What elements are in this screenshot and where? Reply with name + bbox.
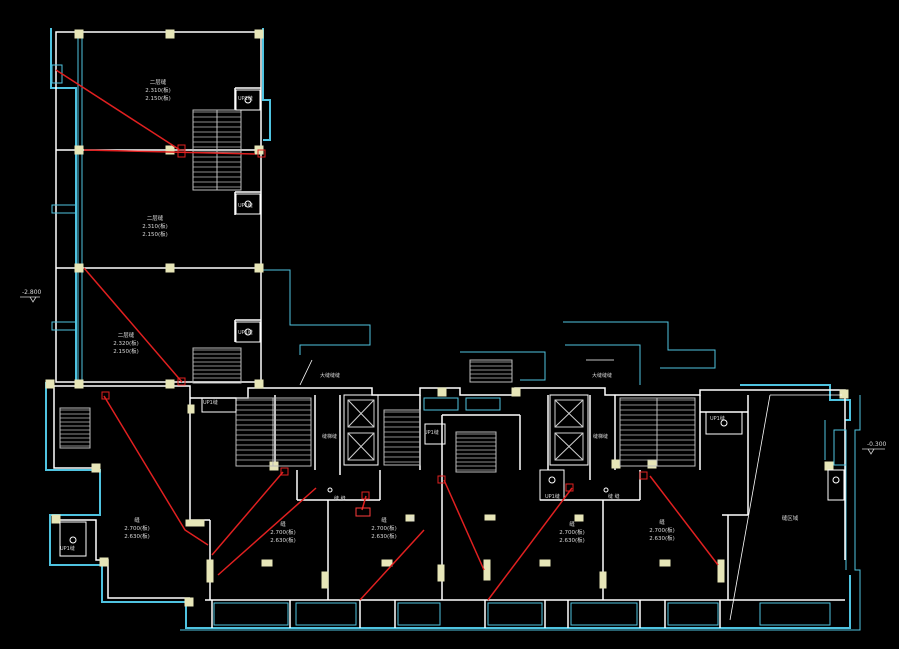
- shaft-tag: UP1缝: [203, 399, 218, 406]
- shaft-tag: UP1缝: [60, 545, 75, 552]
- lift-tag: 缝 缝: [334, 495, 346, 502]
- room-dim: 2.700(板): [371, 524, 397, 532]
- room-dim: 2.700(板): [124, 524, 150, 532]
- room-label: 缝: [381, 516, 387, 524]
- room-dim: 2.630(板): [559, 536, 585, 544]
- room-dim: 2.150(板): [145, 94, 171, 102]
- level-text: -0.300: [867, 441, 887, 448]
- shaft-tag: UP1缝: [238, 95, 253, 102]
- outer-boundary-thin: [180, 269, 861, 631]
- elevator-shafts: [343, 394, 589, 466]
- room-dim: 2.700(板): [559, 528, 585, 536]
- room-label: 缝区域: [782, 514, 799, 522]
- room-label: 缝: [280, 520, 286, 528]
- window-frames: [51, 32, 847, 626]
- top-tag: 大缝缝缝: [320, 372, 340, 379]
- red-pipes: [55, 69, 719, 601]
- stair-treads: [60, 111, 695, 471]
- room-dim: 2.150(板): [142, 230, 168, 238]
- room-dim: 2.630(板): [124, 532, 150, 540]
- level-marker-right: -0.300: [862, 441, 887, 455]
- lift-tag: 缝 缝: [608, 493, 620, 500]
- red-markers: [101, 144, 648, 517]
- core-tag: 缝梯缝: [593, 433, 608, 440]
- top-tag: 大缝缝缝: [592, 372, 612, 379]
- room-labels: 二层缝 2.310(板) 2.150(板) 二层缝 2.310(板) 2.150…: [113, 78, 799, 544]
- core-tag: 缝梯缝: [322, 433, 337, 440]
- level-text: -2.800: [22, 289, 42, 296]
- shaft-tag: UP1缝: [238, 202, 253, 209]
- columns: [45, 29, 849, 607]
- room-dim: 2.700(板): [270, 528, 296, 536]
- shaft-tags: UP1缝 UP1缝 UP1缝 UP1缝 UP1缝 UP1缝 UP1缝 UP1缝 …: [60, 95, 725, 552]
- room-label: 缝: [134, 516, 140, 524]
- level-marker-left: -2.800: [20, 289, 42, 303]
- room-dim: 2.700(板): [649, 526, 675, 534]
- room-label: 缝: [409, 515, 415, 523]
- room-dim: 2.310(板): [142, 222, 168, 230]
- room-label: 二层缝: [118, 331, 135, 339]
- shaft-tag: UP1缝: [545, 493, 560, 500]
- roof-lines: [299, 359, 842, 621]
- room-dim: 2.310(板): [145, 86, 171, 94]
- room-label: 缝: [659, 518, 665, 526]
- room-label: 二层缝: [147, 214, 164, 222]
- shaft-tag: UP1缝: [424, 429, 439, 436]
- room-dim: 2.320(板): [113, 339, 139, 347]
- room-label: 二层缝: [150, 78, 167, 86]
- shaft-tag: UP1缝: [238, 329, 253, 336]
- stairs: [59, 109, 696, 473]
- shaft-tag: UP1缝: [710, 415, 725, 422]
- room-dim: 2.630(板): [270, 536, 296, 544]
- room-dim: 2.630(板): [649, 534, 675, 542]
- room-dim: 2.630(板): [371, 532, 397, 540]
- room-label: 缝: [569, 520, 575, 528]
- room-dim: 2.150(板): [113, 347, 139, 355]
- outer-boundary: [45, 28, 851, 629]
- small-shafts: [59, 89, 845, 557]
